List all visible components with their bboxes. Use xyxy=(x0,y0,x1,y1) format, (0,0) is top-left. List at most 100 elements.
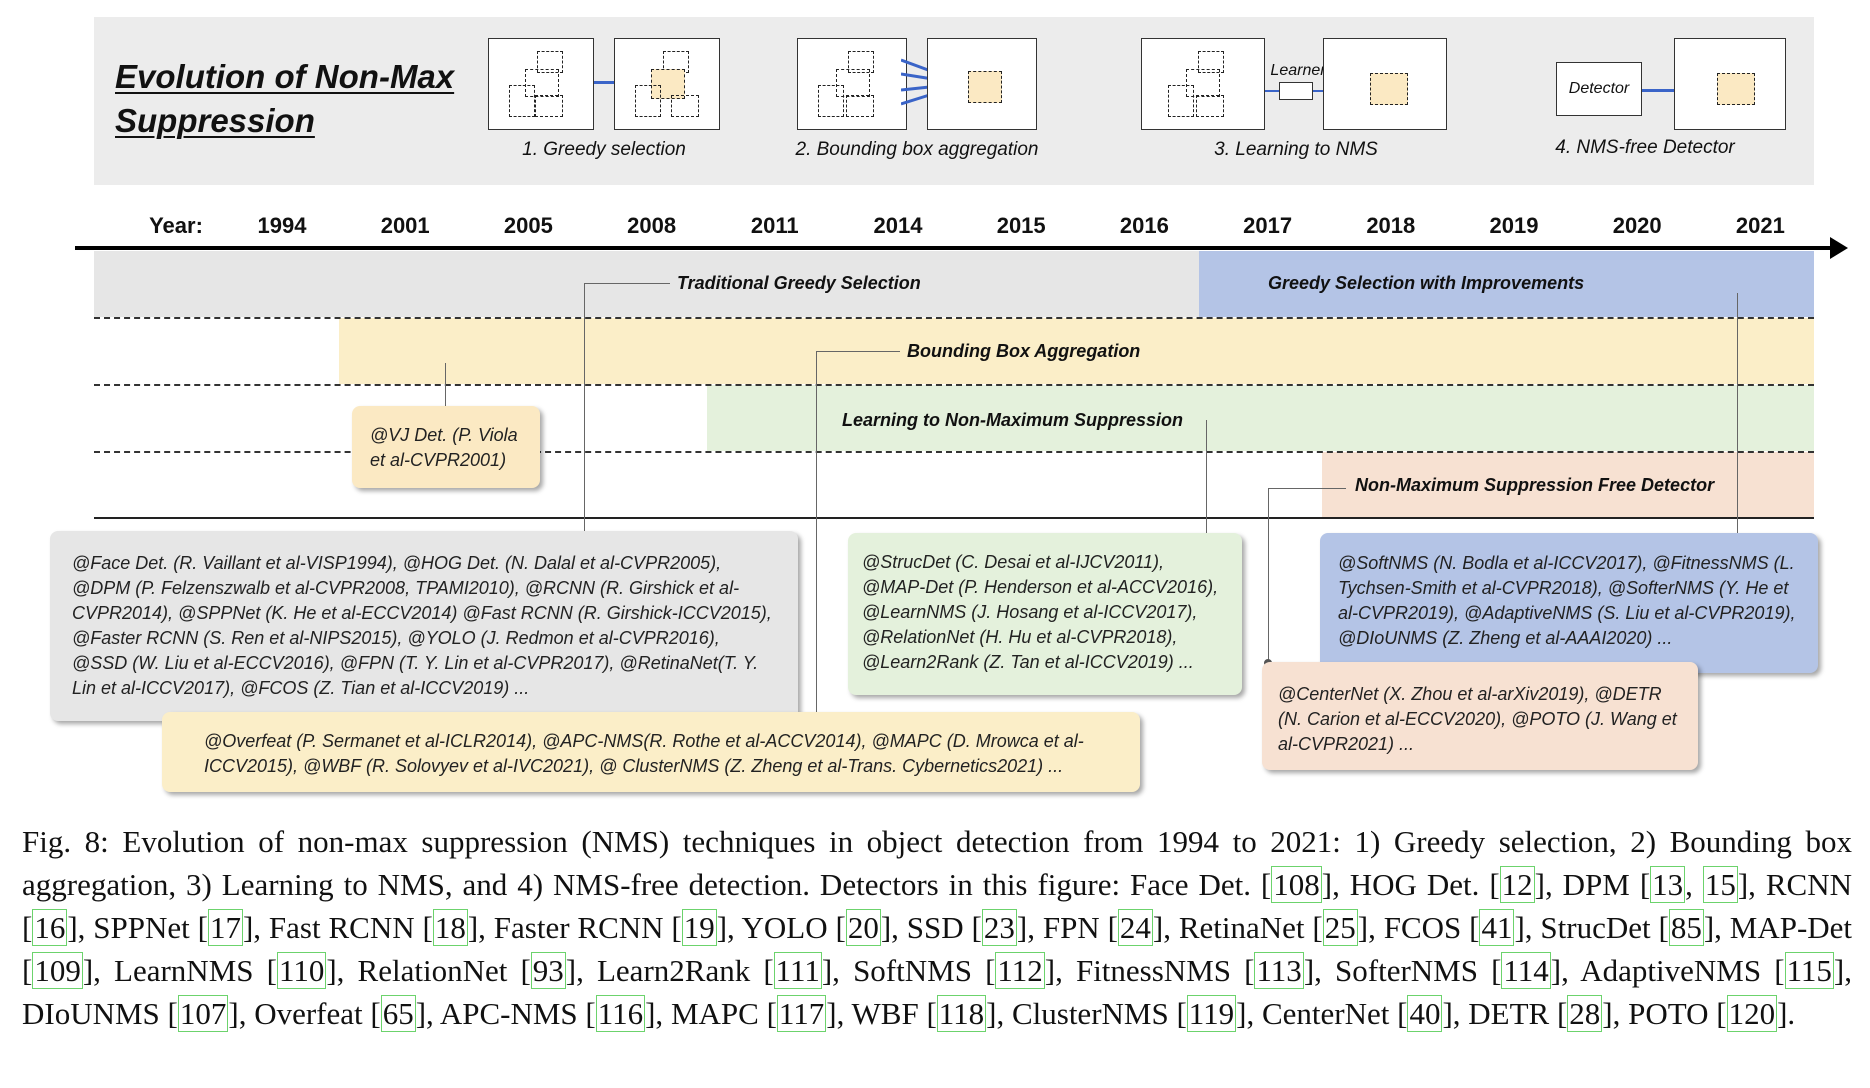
citation-link[interactable]: 117 xyxy=(776,995,827,1032)
citation-link[interactable]: 118 xyxy=(936,995,987,1032)
card-line: ICCV2015), @WBF (R. Solovyev et al-IVC20… xyxy=(204,756,1064,776)
citation-link[interactable]: 111 xyxy=(773,952,822,989)
caption-detector-name: DPM xyxy=(1562,867,1630,902)
year-label: 2015 xyxy=(996,213,1046,238)
caption-detector-name: MAP-Det xyxy=(1729,910,1853,945)
year-label: 2001 xyxy=(380,213,430,238)
caption-detector-name: MAPC xyxy=(670,996,759,1031)
citation-link[interactable]: 108 xyxy=(1271,866,1322,903)
year-label: 2011 xyxy=(750,213,799,238)
caption-detector-name: APC-NMS xyxy=(439,996,578,1031)
caption-prefix: Fig. 8: Evolution of non-max suppression… xyxy=(22,824,1852,902)
band-greedy xyxy=(94,251,1199,317)
step-label-learning: 3. Learning to NMS xyxy=(1214,139,1378,160)
citation-link[interactable]: 23 xyxy=(981,909,1017,946)
step-label-greedy: 1. Greedy selection xyxy=(522,139,686,160)
band-label-learning: Learning to Non-Maximum Suppression xyxy=(842,410,1184,430)
band-label-greedy: Traditional Greedy Selection xyxy=(677,273,921,293)
band-label-greedy-improved: Greedy Selection with Improvements xyxy=(1268,273,1585,293)
citation-link[interactable]: 120 xyxy=(1726,995,1778,1032)
band-label-aggregation: Bounding Box Aggregation xyxy=(907,341,1141,361)
card-line: @Face Det. (R. Vaillant et al-VISP1994),… xyxy=(72,553,722,573)
learner-label: Learner xyxy=(1270,62,1326,79)
caption-detector-name: CenterNet xyxy=(1261,996,1390,1031)
citation-link[interactable]: 40 xyxy=(1407,995,1443,1032)
citation-link[interactable]: 13 xyxy=(1650,866,1686,903)
caption-detector-name: RCNN xyxy=(1765,867,1852,902)
caption-detector-name: RelationNet xyxy=(357,953,508,988)
learner-box xyxy=(1279,82,1313,100)
band-separator xyxy=(94,317,1814,319)
citation-link[interactable]: 65 xyxy=(380,995,416,1032)
card-aggregation-methods: @Overfeat (P. Sermanet et al-ICLR2014), … xyxy=(162,712,1140,792)
citation-link[interactable]: 15 xyxy=(1702,866,1738,903)
output-boxes-panel xyxy=(1323,38,1447,130)
caption-detector-name: SSD xyxy=(906,910,964,945)
band-label-nmsfree: Non-Maximum Suppression Free Detector xyxy=(1355,475,1715,495)
year-label: 2018 xyxy=(1366,213,1416,238)
citation-link[interactable]: 17 xyxy=(207,909,243,946)
detector-box xyxy=(1556,62,1642,116)
caption-detector-name: ClusterNMS xyxy=(1011,996,1169,1031)
citation-link[interactable]: 119 xyxy=(1186,995,1237,1032)
citation-link[interactable]: 18 xyxy=(432,909,468,946)
citation-link[interactable]: 20 xyxy=(845,909,881,946)
caption-detector-name: HOG Det. xyxy=(1349,867,1480,902)
year-label: 2008 xyxy=(627,213,677,238)
caption-detector-name: FCOS xyxy=(1383,910,1462,945)
caption-detector-name: FPN xyxy=(1042,910,1100,945)
caption-detector-name: DIoUNMS xyxy=(22,996,160,1031)
card-line: @Overfeat (P. Sermanet et al-ICLR2014), … xyxy=(204,731,1084,751)
citation-link[interactable]: 114 xyxy=(1501,952,1551,989)
detector-label: Detector xyxy=(1568,80,1630,97)
step-label-aggregation: 2. Bounding box aggregation xyxy=(795,139,1039,160)
citation-link[interactable]: 110 xyxy=(276,952,327,989)
leader-line xyxy=(816,351,817,719)
citation-link[interactable]: 93 xyxy=(530,952,566,989)
citation-link[interactable]: 85 xyxy=(1668,909,1704,946)
input-boxes-panel xyxy=(1141,38,1265,130)
citation-link[interactable]: 116 xyxy=(595,995,646,1032)
band-separator xyxy=(94,384,1814,386)
card-vj-det: @VJ Det. (P. Viola et al-CVPR2001) xyxy=(352,406,540,488)
figure-title-line1: Evolution of Non-Max xyxy=(115,58,455,95)
arrow-icon xyxy=(594,81,630,84)
card-line: @VJ Det. (P. Viola xyxy=(370,425,518,445)
caption-detector-name: SofterNMS xyxy=(1335,953,1478,988)
citation-link[interactable]: 19 xyxy=(681,909,717,946)
citation-link[interactable]: 115 xyxy=(1784,952,1834,989)
card-line: @LearnNMS (J. Hosang et al-ICCV2017), xyxy=(862,602,1198,622)
citation-link[interactable]: 113 xyxy=(1254,952,1304,989)
leader-line xyxy=(1206,420,1207,544)
card-line: @Faster RCNN (S. Ren et al-NIPS2015), @Y… xyxy=(72,628,720,648)
band-bottom-rule xyxy=(94,517,1814,519)
year-heading: Year: xyxy=(149,213,203,238)
citation-link[interactable]: 109 xyxy=(32,952,83,989)
arrow-icon xyxy=(1642,89,1704,92)
caption-detector-name: Learn2Rank xyxy=(596,953,751,988)
citation-link[interactable]: 41 xyxy=(1479,909,1515,946)
step-label-nmsfree: 4. NMS-free Detector xyxy=(1555,137,1735,158)
figure-title: Evolution of Non-Max Suppression xyxy=(115,55,475,143)
citation-link[interactable]: 107 xyxy=(177,995,229,1032)
leader-line xyxy=(1737,293,1738,544)
citation-link[interactable]: 12 xyxy=(1499,866,1535,903)
band-greedy-improved xyxy=(1199,251,1814,317)
card-line: al-CVPR2019), @AdaptiveNMS (S. Liu et al… xyxy=(1338,603,1796,623)
citation-link[interactable]: 28 xyxy=(1567,995,1603,1032)
citation-link[interactable]: 16 xyxy=(32,909,68,946)
timeline-axis xyxy=(75,246,1833,250)
card-nmsfree-methods: @CenterNet (X. Zhou et al-arXiv2019), @D… xyxy=(1262,662,1698,770)
arrow-head-icon xyxy=(1830,237,1848,259)
card-line: al-CVPR2021) ... xyxy=(1278,734,1415,754)
leader-line xyxy=(1268,488,1346,489)
citation-link[interactable]: 25 xyxy=(1322,909,1358,946)
caption-detector-name: WBF xyxy=(851,996,919,1031)
card-learning-methods: @StrucDet (C. Desai et al-IJCV2011), @MA… xyxy=(848,533,1242,695)
caption-detector-name: Overfeat xyxy=(254,996,363,1031)
year-label: 2021 xyxy=(1735,213,1785,238)
card-line: CVPR2014), @SPPNet (K. He et al-ECCV2014… xyxy=(72,603,772,623)
citation-link[interactable]: 112 xyxy=(995,952,1045,989)
citation-link[interactable]: 24 xyxy=(1117,909,1153,946)
card-line: @CenterNet (X. Zhou et al-arXiv2019), @D… xyxy=(1278,684,1662,704)
